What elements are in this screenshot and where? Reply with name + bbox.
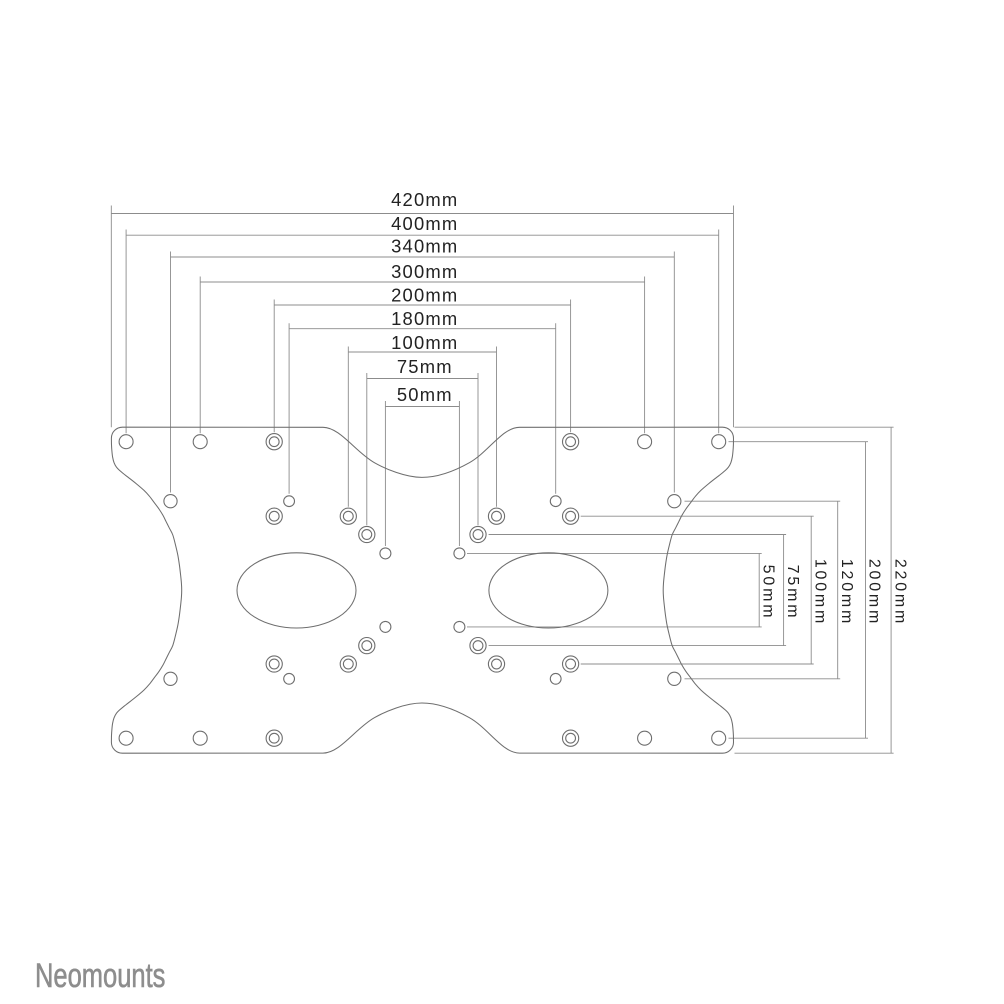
svg-text:100mm: 100mm bbox=[391, 332, 458, 353]
svg-text:200mm: 200mm bbox=[391, 285, 458, 306]
svg-text:420mm: 420mm bbox=[391, 189, 458, 210]
svg-text:300mm: 300mm bbox=[391, 261, 458, 282]
svg-text:400mm: 400mm bbox=[391, 213, 458, 234]
svg-text:180mm: 180mm bbox=[391, 308, 458, 329]
svg-text:75mm: 75mm bbox=[397, 356, 453, 377]
svg-text:120mm: 120mm bbox=[838, 559, 855, 626]
svg-text:100mm: 100mm bbox=[811, 559, 828, 626]
svg-text:75mm: 75mm bbox=[784, 565, 801, 621]
svg-text:200mm: 200mm bbox=[866, 559, 883, 626]
svg-text:50mm: 50mm bbox=[760, 565, 777, 621]
svg-text:50mm: 50mm bbox=[397, 384, 453, 405]
svg-text:340mm: 340mm bbox=[391, 236, 458, 257]
svg-text:220mm: 220mm bbox=[891, 559, 908, 626]
